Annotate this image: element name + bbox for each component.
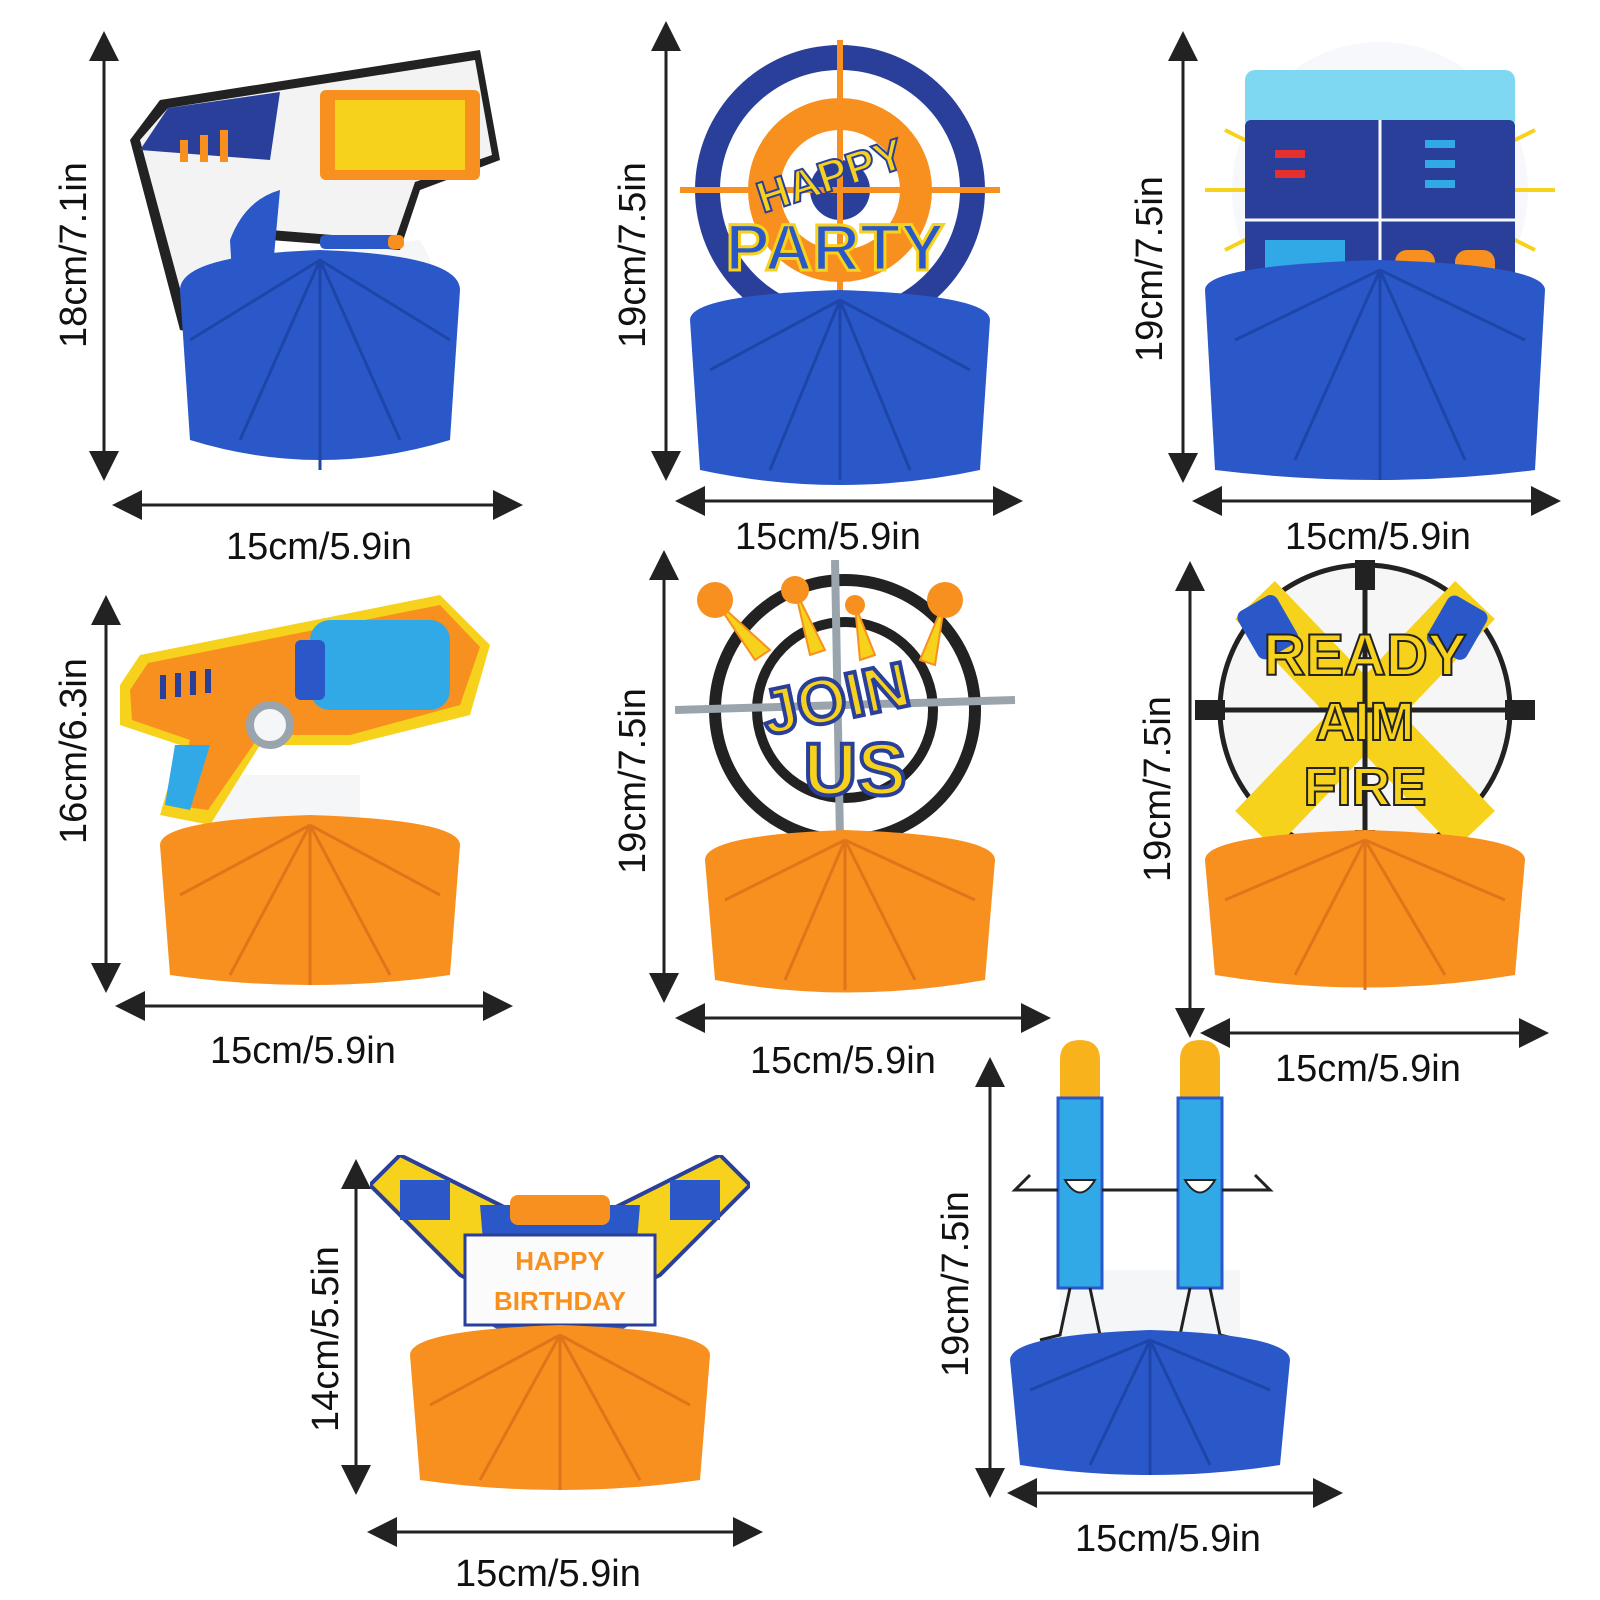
us-text: US [804, 728, 907, 811]
party-text: PARTY [726, 210, 945, 284]
width-label-6: 15cm/5.9in [1275, 1048, 1461, 1090]
fire-text: FIRE [1303, 757, 1426, 817]
height-label-1: 18cm/7.1in [53, 162, 95, 348]
width-label-8: 15cm/5.9in [1075, 1518, 1261, 1560]
centerpiece-darts-characters [1010, 1040, 1290, 1475]
width-label-7: 15cm/5.9in [455, 1553, 641, 1595]
centerpiece-blasters-happy-birthday: HAPPY BIRTHDAY [370, 1155, 750, 1490]
width-label-3: 15cm/5.9in [1285, 516, 1471, 558]
height-label-3: 19cm/7.5in [1129, 176, 1171, 362]
height-label-4: 16cm/6.3in [53, 658, 95, 844]
height-label-7: 14cm/5.5in [305, 1246, 347, 1432]
width-label-1: 15cm/5.9in [226, 526, 412, 568]
ready-text: READY [1263, 623, 1466, 688]
centerpiece-target-join-us: JOIN US [675, 560, 1016, 993]
height-label-5: 19cm/7.5in [612, 688, 654, 874]
height-label-6: 19cm/7.5in [1137, 696, 1179, 882]
happy-text-2: HAPPY [515, 1246, 605, 1276]
centerpiece-target-happy-party: HAPPY PARTY [680, 40, 1000, 485]
width-label-4: 15cm/5.9in [210, 1030, 396, 1072]
centerpiece-vest [1205, 42, 1555, 480]
width-label-2: 15cm/5.9in [735, 516, 921, 558]
aim-text: AIM [1316, 692, 1415, 752]
centerpiece-crosshair-ready-aim-fire: READY AIM FIRE [1195, 560, 1535, 990]
centerpiece-blaster-white [130, 50, 500, 470]
width-label-5: 15cm/5.9in [750, 1040, 936, 1082]
centerpiece-blaster-orange [120, 595, 490, 985]
birthday-text: BIRTHDAY [494, 1286, 626, 1316]
height-label-2: 19cm/7.5in [612, 162, 654, 348]
height-label-8: 19cm/7.5in [935, 1191, 977, 1377]
